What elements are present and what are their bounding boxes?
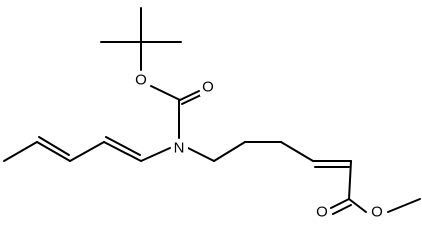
nitrogen-label: N — [174, 140, 185, 157]
boc-carbonyl-oxygen-label: O — [202, 79, 214, 96]
bond — [150, 85, 181, 101]
bond — [213, 141, 246, 162]
atom-labels: O O N O O — [133, 71, 385, 221]
bond — [36, 141, 71, 162]
boc-ester-oxygen-label: O — [135, 72, 147, 89]
bond — [69, 141, 105, 162]
tert-butyl-group — [100, 7, 182, 71]
bond — [179, 90, 200, 101]
ester-carbonyl-oxygen-label: O — [316, 204, 328, 221]
bond — [332, 204, 352, 215]
boc-carbamate — [150, 85, 202, 139]
ester-methoxy-oxygen-label: O — [371, 204, 383, 221]
pentadienyl-chain — [3, 136, 171, 162]
hexenoate-chain — [187, 141, 352, 200]
bond — [38, 136, 70, 156]
bond — [140, 147, 171, 162]
bond — [348, 198, 367, 213]
methyl-ester — [330, 198, 421, 215]
bond — [387, 198, 421, 213]
bond — [187, 147, 215, 162]
molecule-drawing: O O N O O — [3, 7, 421, 221]
skeletal-formula: O O N O O — [3, 7, 421, 221]
bond — [181, 94, 202, 105]
bond — [103, 141, 142, 162]
bond — [3, 141, 38, 162]
bond — [105, 136, 141, 156]
bond — [330, 198, 350, 209]
bond — [280, 141, 314, 162]
bond — [348, 160, 352, 200]
